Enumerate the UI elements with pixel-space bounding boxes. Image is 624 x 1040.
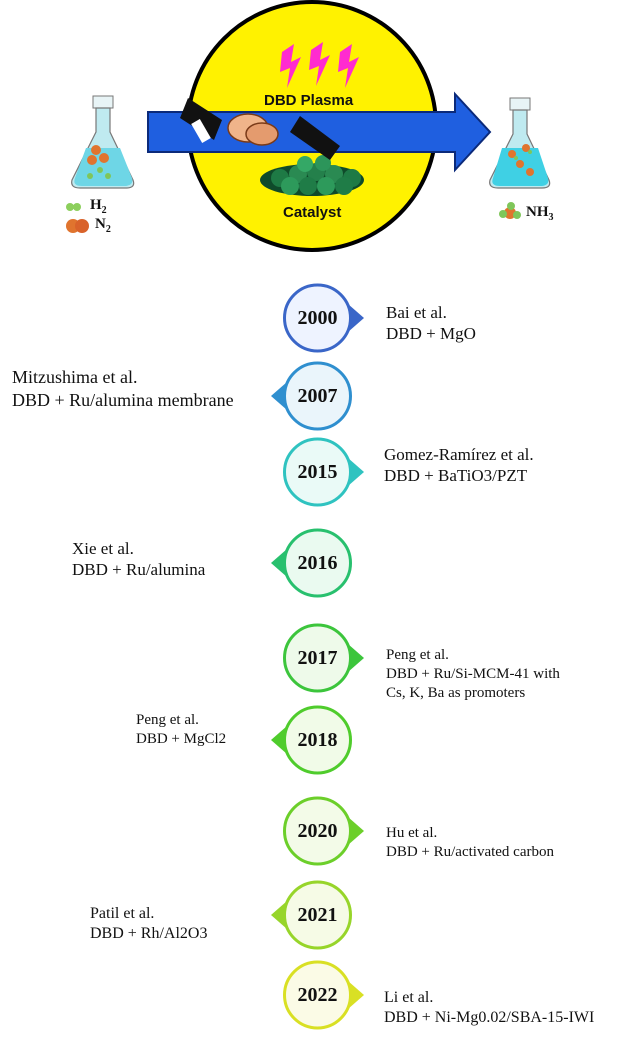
- year-label: 2000: [297, 306, 338, 329]
- year-circle: [283, 361, 352, 431]
- year-circle: [283, 528, 352, 598]
- reaction-scheme: [66, 0, 551, 252]
- lightning-icons: [280, 42, 359, 88]
- year-label: 2022: [297, 983, 338, 1006]
- timeline-description-2022: Li et al. DBD + Ni-Mg0.02/SBA-15-IWI: [384, 988, 594, 1028]
- year-badge-shape: [283, 623, 364, 693]
- year-label: 2016: [297, 551, 338, 574]
- year-badge-shape: [283, 796, 364, 866]
- year-label: 2007: [297, 384, 338, 407]
- timeline-description-2007: Mitzushima et al.DBD + Ru/alumina membra…: [12, 366, 234, 411]
- timeline-description-2016: Xie et al. DBD + Ru/alumina: [72, 538, 205, 581]
- method-text: DBD + MgCl2: [136, 730, 227, 747]
- year-label: 2018: [297, 728, 338, 751]
- year-circle: [283, 283, 352, 353]
- method-text: DBD + Ru/Si-MCM-41 with: [386, 665, 560, 682]
- year-label: 2020: [297, 819, 338, 842]
- method-text: DBD + MgO: [386, 324, 476, 344]
- timeline-node-2015: 2015: [270, 437, 365, 507]
- timeline-description-2020: Hu et al. DBD + Ru/activated carbon: [386, 824, 554, 862]
- year-badge-shape: [271, 528, 352, 598]
- year-circle: [283, 880, 352, 950]
- catalyst-spheres: [260, 155, 364, 196]
- year-badge-shape: [283, 960, 364, 1030]
- n2-molecule-icon: [66, 219, 89, 233]
- h2-molecule-icon: [66, 203, 81, 211]
- year-label: 2017: [297, 646, 338, 669]
- timeline-node-2007: 2007: [270, 361, 365, 431]
- year-label: 2015: [297, 460, 338, 483]
- author-text: Patil et al.: [90, 905, 155, 922]
- author-text: Gomez-Ramírez et al.: [384, 445, 534, 464]
- timeline-description-2021: Patil et al. DBD + Rh/Al2O3: [90, 904, 207, 944]
- timeline-node-2018: 2018: [270, 705, 365, 775]
- year-badge-shape: [271, 705, 352, 775]
- method-text: DBD + BaTiO3/PZT: [384, 466, 528, 486]
- year-badge-shape: [283, 437, 364, 507]
- author-text: Peng et al.: [386, 647, 449, 663]
- author-text: Mitzushima et al.: [12, 367, 138, 387]
- handshake-icon: [180, 98, 340, 160]
- timeline-description-2000: Bai et al. DBD + MgO: [386, 302, 476, 345]
- method-text-continued: Cs, K, Ba as promoters: [386, 684, 526, 701]
- year-badge-shape: [283, 283, 364, 353]
- timeline-node-2022: 2022: [270, 960, 365, 1030]
- h2-label: H2: [90, 197, 107, 216]
- year-badge-shape: [271, 880, 352, 950]
- method-text: DBD + Rh/Al2O3: [90, 925, 208, 942]
- plasma-label: DBD Plasma: [264, 92, 354, 109]
- timeline-node-2017: 2017: [270, 623, 365, 693]
- author-text: Hu et al.: [386, 825, 438, 841]
- year-circle: [283, 960, 352, 1030]
- method-text: DBD + Ru/activated carbon: [386, 843, 554, 860]
- year-circle: [283, 623, 352, 693]
- nh3-label: NH3: [526, 204, 554, 223]
- author-text: Xie et al.: [72, 539, 134, 558]
- nh3-molecule-icon: [499, 202, 521, 219]
- year-circle: [283, 796, 352, 866]
- timeline-node-2000: 2000: [270, 283, 365, 353]
- timeline-node-2016: 2016: [270, 528, 365, 598]
- author-text: Li et al.: [384, 989, 434, 1006]
- year-circle: [283, 705, 352, 775]
- method-text: DBD + Ni-Mg0.02/SBA-15-IWI: [384, 1009, 595, 1026]
- timeline-node-2021: 2021: [270, 880, 365, 950]
- author-text: Bai et al.: [386, 303, 447, 322]
- catalyst-label: Catalyst: [283, 204, 342, 221]
- product-flask: [489, 97, 551, 189]
- year-circle: [283, 437, 352, 507]
- year-label: 2021: [297, 903, 338, 926]
- timeline-node-2020: 2020: [270, 796, 365, 866]
- n2-label: N2: [95, 216, 111, 235]
- method-text: DBD + Ru/alumina membrane: [12, 389, 234, 410]
- method-text: DBD + Ru/alumina: [72, 560, 206, 580]
- year-badge-shape: [271, 361, 352, 431]
- timeline-description-2018: Peng et al. DBD + MgCl2: [136, 711, 226, 749]
- timeline-description-2015: Gomez-Ramírez et al. DBD + BaTiO3/PZT: [384, 444, 534, 487]
- author-text: Peng et al.: [136, 712, 199, 728]
- reactant-flask: [71, 95, 135, 189]
